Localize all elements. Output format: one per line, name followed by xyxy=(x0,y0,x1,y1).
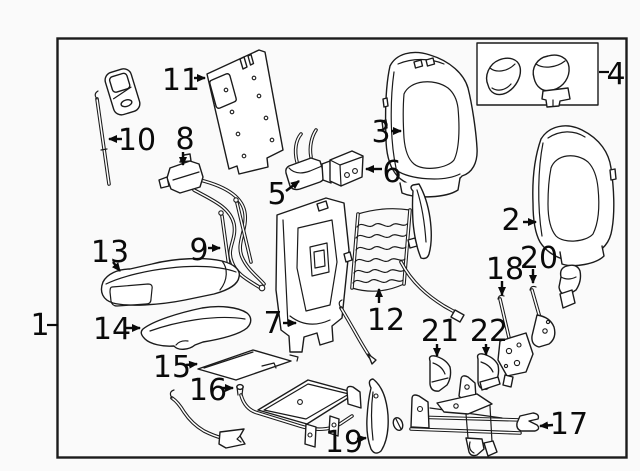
callout-label-11: 11 xyxy=(162,63,200,98)
callout-label-19: 19 xyxy=(325,425,363,460)
callout-arrow-17 xyxy=(539,421,554,430)
insulator-mat-part xyxy=(197,349,299,381)
callout-label-22: 22 xyxy=(470,314,508,349)
callout-label-8: 8 xyxy=(175,122,194,157)
callout-arrow-13 xyxy=(111,261,121,272)
callout-label-10: 10 xyxy=(118,123,156,158)
back-finish-panel-part xyxy=(275,197,350,353)
callout-label-2: 2 xyxy=(501,203,520,238)
callout-label-3: 3 xyxy=(371,115,390,150)
headrest-inset-box xyxy=(476,42,599,108)
wedge-bracket-left-part xyxy=(428,355,452,392)
callout-arrow-19 xyxy=(356,434,367,443)
callout-label-1: 1 xyxy=(30,308,49,343)
callout-label-20: 20 xyxy=(520,241,558,276)
callout-arrow-5 xyxy=(285,180,300,192)
callout-layer: 1 2 3 4 5 6 7 8 9 10 11 12 13 14 15 16 1 xyxy=(30,57,625,460)
seat-cushion-part xyxy=(100,257,241,307)
guide-sleeve-part xyxy=(558,264,582,309)
riser-bracket-part xyxy=(497,294,534,388)
callout-label-17: 17 xyxy=(550,407,588,442)
callout-label-7: 7 xyxy=(263,306,282,341)
cushion-frame-part xyxy=(236,379,362,448)
mount-bracket-part xyxy=(321,150,364,187)
callout-label-6: 6 xyxy=(382,155,401,190)
wedge-bracket-right-part xyxy=(476,353,501,391)
curved-arm-part xyxy=(169,389,246,449)
callout-label-15: 15 xyxy=(153,350,191,385)
callout-label-16: 16 xyxy=(189,373,227,408)
callout-label-14: 14 xyxy=(93,312,131,347)
recliner-shield-part xyxy=(366,378,389,454)
release-rod-part xyxy=(94,90,111,186)
support-stick-part xyxy=(338,299,377,365)
callout-label-5: 5 xyxy=(267,177,286,212)
recliner-bracket-part xyxy=(529,285,556,348)
callout-label-4: 4 xyxy=(606,57,625,92)
seat-track-part xyxy=(392,375,540,457)
riser-panel-part xyxy=(206,49,284,175)
latch-bezel-part xyxy=(104,68,141,116)
seat-back-40-part xyxy=(532,125,617,267)
callout-label-9: 9 xyxy=(189,233,208,268)
callout-label-12: 12 xyxy=(367,303,405,338)
cushion-pad-part xyxy=(140,305,252,350)
callout-label-18: 18 xyxy=(486,252,524,287)
callout-label-13: 13 xyxy=(91,235,129,270)
callout-arrow-15 xyxy=(185,360,198,369)
callout-label-21: 21 xyxy=(421,314,459,349)
